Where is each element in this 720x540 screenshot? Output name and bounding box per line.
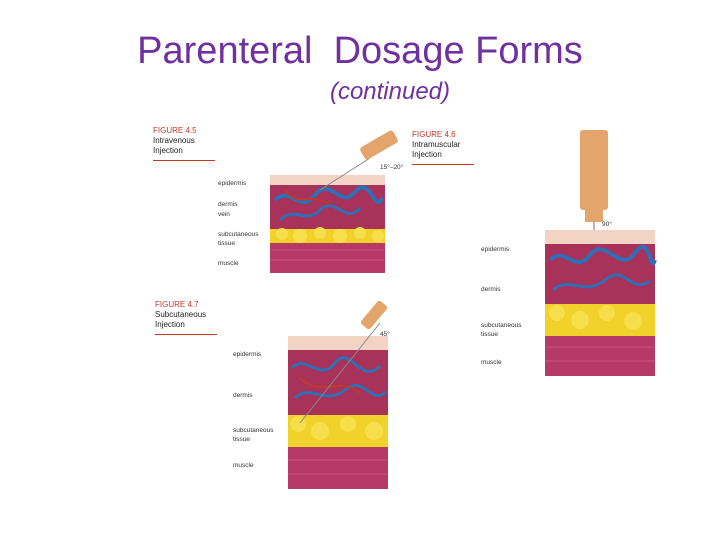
layer-label: muscle <box>481 359 502 367</box>
layer-label: subcutaneous <box>481 322 521 330</box>
figure-caption-line: Injection <box>153 146 215 156</box>
figure-4-7-caption: FIGURE 4.7 Subcutaneous Injection <box>155 300 217 335</box>
layer-label: vein <box>218 211 230 219</box>
layer-label: dermis <box>218 201 238 209</box>
intravenous-injection-illustration <box>260 130 400 280</box>
layer-label: tissue <box>218 240 235 248</box>
layer-label: dermis <box>233 392 253 400</box>
figure-4-5-caption: FIGURE 4.5 Intravenous Injection <box>153 126 215 161</box>
layer-label: tissue <box>481 331 498 339</box>
figure-caption-line: Injection <box>412 150 474 160</box>
layer-label: tissue <box>233 436 250 444</box>
intramuscular-injection-illustration <box>535 125 660 385</box>
layer-label: dermis <box>481 286 501 294</box>
layer-label: subcutaneous <box>233 427 273 435</box>
figure-number: FIGURE 4.5 <box>153 126 215 136</box>
layer-label: epidermis <box>233 351 261 359</box>
figure-number: FIGURE 4.7 <box>155 300 217 310</box>
figure-caption-line: Intramuscular <box>412 140 474 150</box>
slide-subtitle: (continued) <box>0 78 720 106</box>
figure-caption-line: Intravenous <box>153 136 215 146</box>
figure-caption-line: Injection <box>155 320 217 330</box>
layer-label: epidermis <box>218 180 246 188</box>
figure-number: FIGURE 4.6 <box>412 130 474 140</box>
angle-label: 90° <box>602 221 612 228</box>
subcutaneous-injection-illustration <box>280 298 400 493</box>
angle-label: 45° <box>380 331 390 338</box>
layer-label: muscle <box>233 462 254 470</box>
figure-caption-line: Subcutaneous <box>155 310 217 320</box>
slide-title: Parenteral Dosage Forms <box>0 30 720 73</box>
figure-4-6-caption: FIGURE 4.6 Intramuscular Injection <box>412 130 474 165</box>
layer-label: muscle <box>218 260 239 268</box>
angle-label: 15°–20° <box>380 164 403 171</box>
layer-label: subcutaneous <box>218 231 258 239</box>
layer-label: epidermis <box>481 246 509 254</box>
